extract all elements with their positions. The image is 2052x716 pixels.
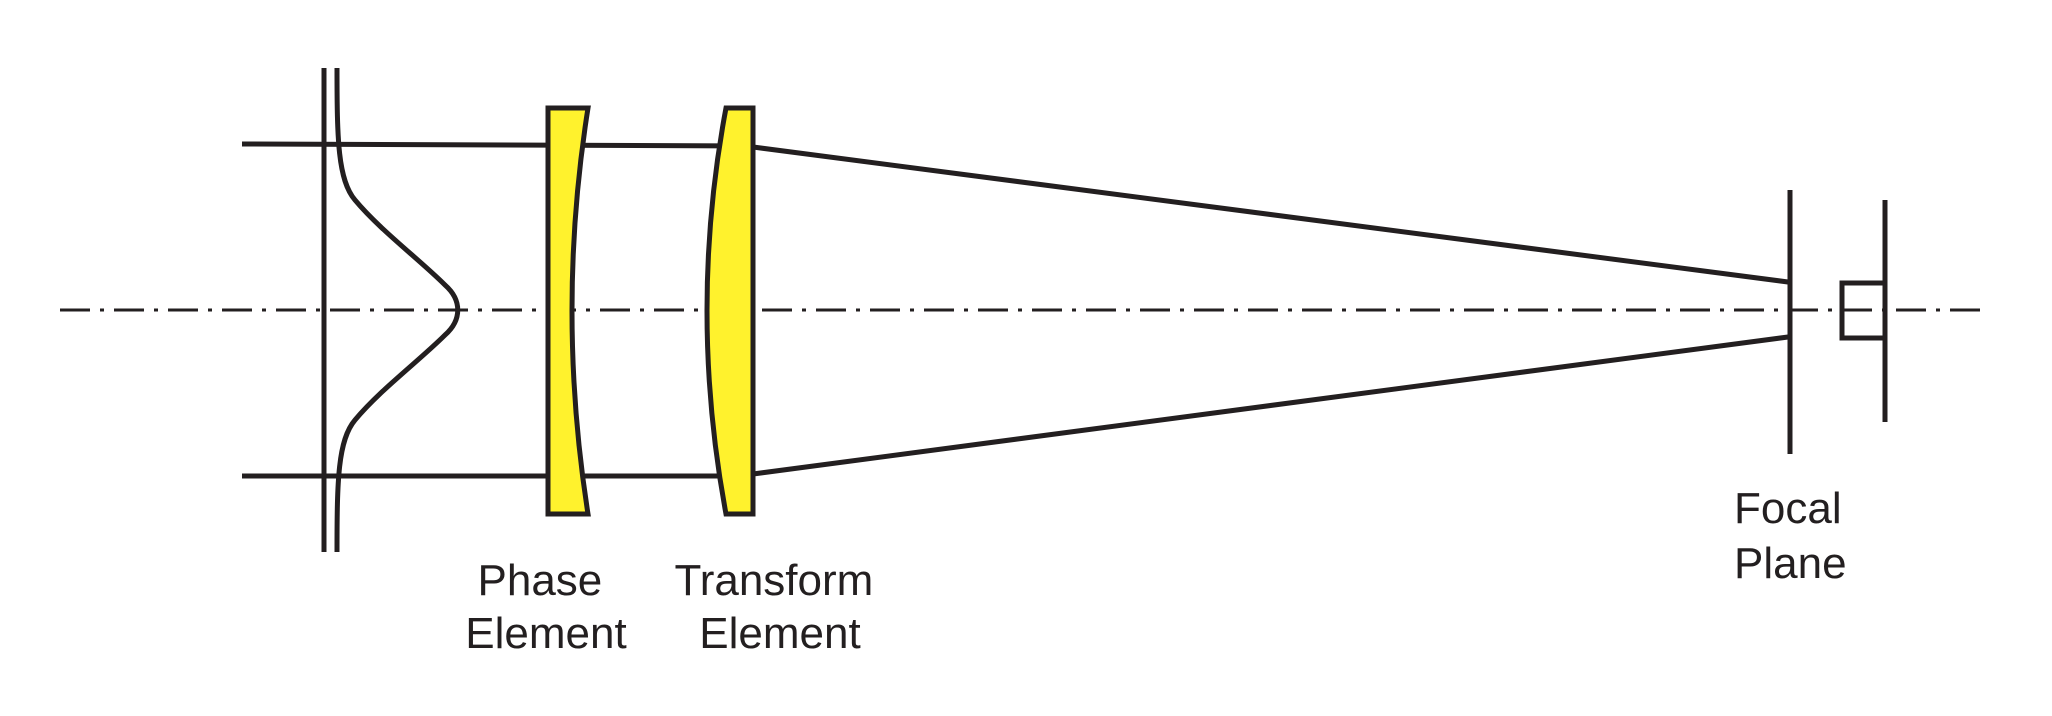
transform-element-label-line1: Transform (674, 556, 873, 605)
phase-element-label: Phase Element (465, 556, 626, 658)
focal-plane-label-line2: Plane (1734, 539, 1847, 588)
flat-top-profile-shape (1839, 280, 1885, 341)
focal-plane-label: Focal Plane (1734, 484, 1854, 588)
transform-element-label-line2: Element (699, 609, 860, 658)
transform-element-label: Transform Element (674, 556, 885, 658)
phase-element-label-line1: Phase (478, 556, 603, 605)
transform-element-lens (704, 105, 756, 517)
gaussian-beam-profile (334, 67, 461, 553)
phase-element-label-line2: Element (465, 609, 626, 658)
focal-plane-label-line1: Focal (1734, 484, 1842, 533)
beam-ray-top-converging (752, 144, 1789, 285)
beam-ray-bottom-converging (752, 334, 1789, 477)
beam-ray-top-input (241, 141, 756, 149)
phase-element-lens (545, 105, 591, 517)
